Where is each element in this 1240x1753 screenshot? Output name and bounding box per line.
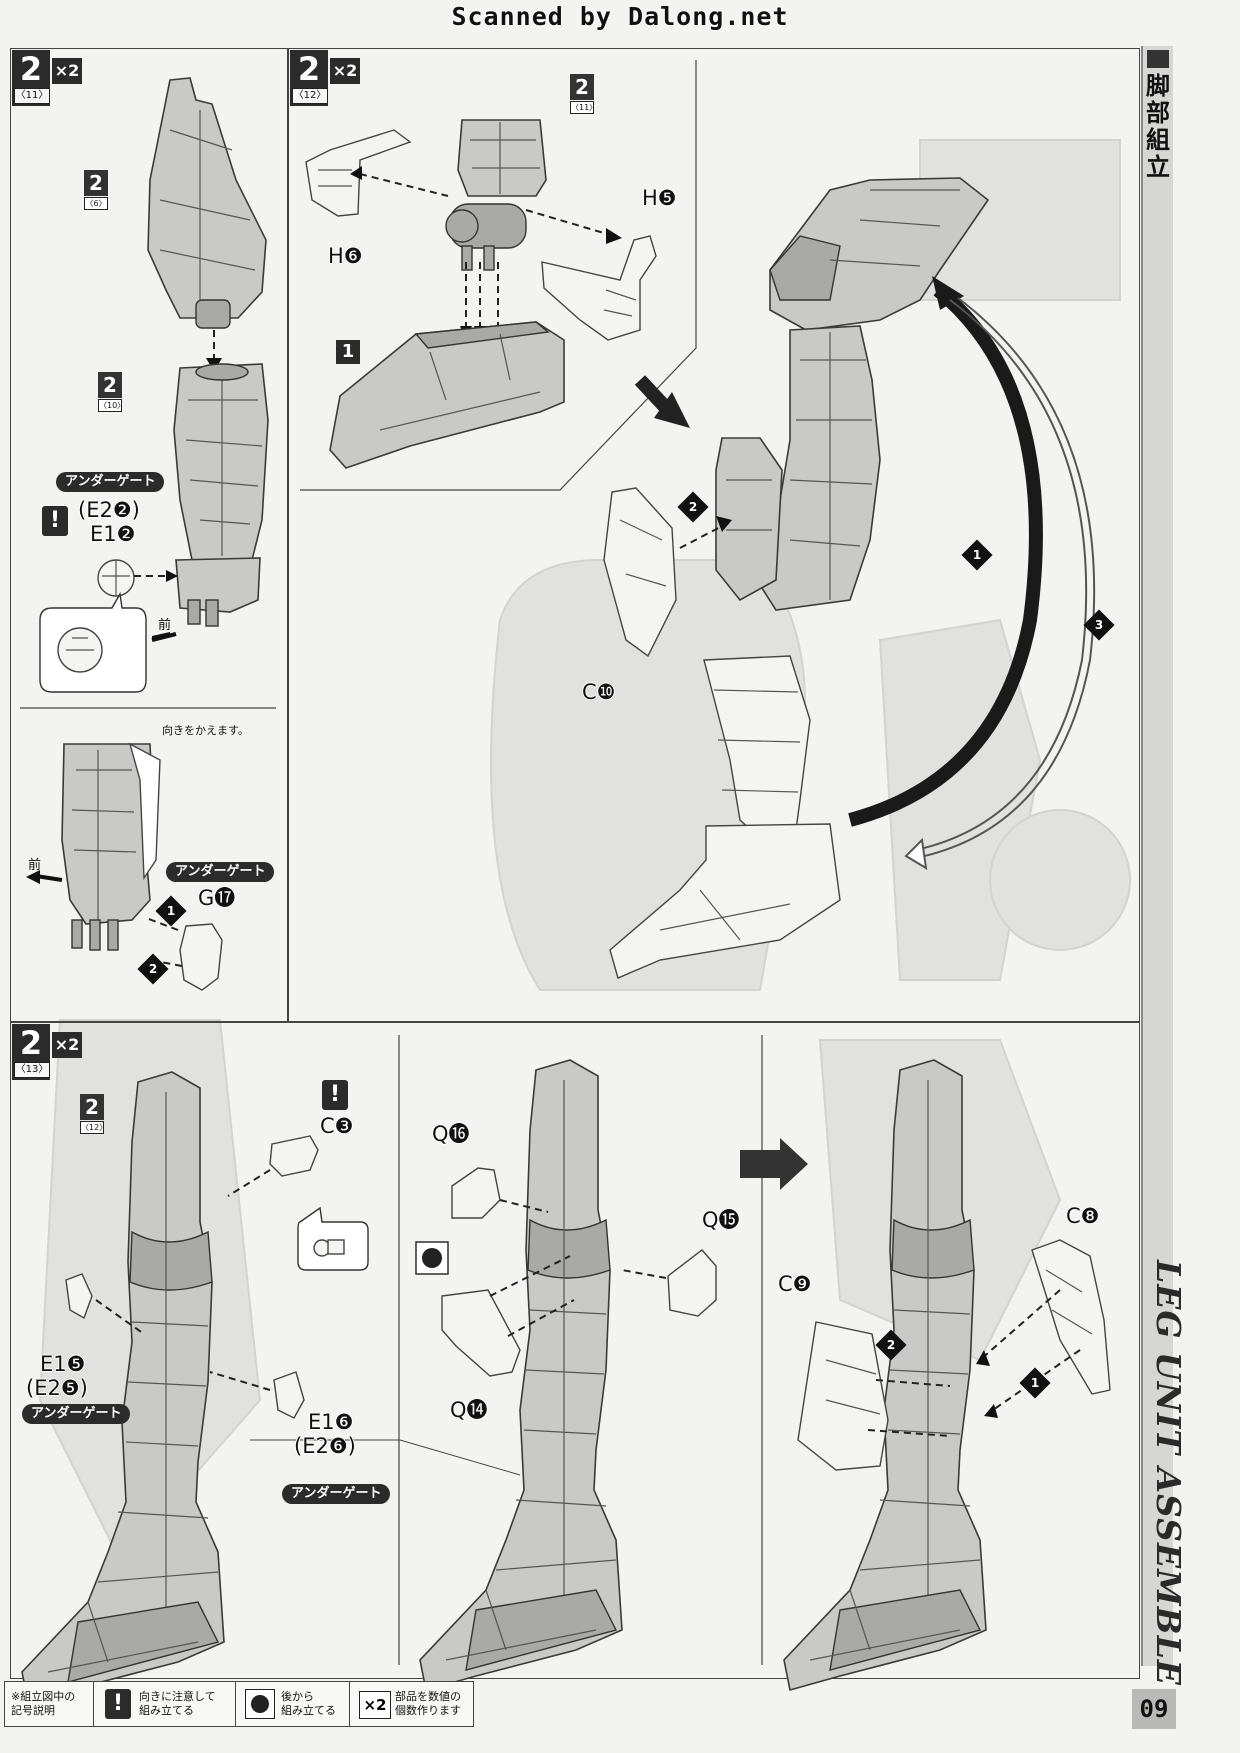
part-label-q15: Q⓯ (702, 1208, 740, 1232)
panel-step-11 (10, 48, 288, 1022)
legend-multiplier-icon: ×2 (359, 1691, 391, 1719)
under-gate-label-2: アンダーゲート (166, 862, 275, 882)
part-label-h6: H❻ (328, 244, 363, 268)
part-label-e15: E1❺ (40, 1352, 86, 1376)
turn-note: 向きをかえます。 (162, 724, 249, 737)
scan-watermark: Scanned by Dalong.net (451, 2, 789, 31)
step-badge-11: 2 〈11〉 ×2 (12, 50, 84, 106)
part-label-q16: Q⓰ (432, 1122, 470, 1146)
section-title-en: LEG UNIT ASSEMBLE (1149, 1260, 1188, 1686)
multiplier-badge: ×2 (52, 1032, 82, 1058)
legend-item-multiplier: 部品を数値の 個数作ります (395, 1690, 461, 1717)
page-number: 09 (1132, 1689, 1176, 1729)
panel-step-13 (10, 1022, 1140, 1679)
part-label-h5: H❺ (642, 186, 677, 210)
section-sidebar: 脚部組立 (1141, 46, 1173, 1666)
under-gate-label: アンダーゲート (56, 472, 165, 492)
step-badge-13: 2 〈13〉 ×2 (12, 1024, 84, 1080)
step-sub-number: 〈12〉 (292, 88, 328, 104)
legend-item-caution: 向きに注意して 組み立てる (139, 1690, 216, 1717)
ref-box-step-10: 2 〈10〉 (98, 372, 126, 412)
section-title-jp: 脚部組立 (1146, 71, 1170, 181)
part-label-e16: E1❻ (308, 1410, 354, 1434)
caution-icon: ! (322, 1080, 348, 1110)
front-label-2: 前 (28, 858, 42, 873)
part-label-c8: C❽ (1066, 1204, 1100, 1228)
step-sub-number: 〈11〉 (14, 88, 50, 104)
front-label: 前 (158, 618, 172, 633)
part-label-e26: (E2❻) (294, 1434, 356, 1458)
caution-icon: ! (42, 506, 68, 536)
part-label-e2-2: (E2❷) (78, 498, 140, 522)
under-gate-label-b: アンダーゲート (282, 1484, 391, 1504)
order-badge-2: 2 (875, 1329, 907, 1361)
symbol-legend: ※組立図中の 記号説明 ! 向きに注意して 組み立てる 後から 組み立てる ×2… (4, 1681, 474, 1727)
under-gate-label-a: アンダーゲート (22, 1404, 131, 1424)
part-label-c10: C❿ (582, 680, 616, 704)
part-label-c3: C❸ (320, 1114, 354, 1138)
part-label-q14: Q⓮ (450, 1398, 488, 1422)
part-label-e25: (E2❺) (26, 1376, 88, 1400)
part-label-e1-2: E1❷ (90, 522, 136, 546)
section-marker-icon (1147, 50, 1169, 68)
legend-back-assembly-icon (245, 1689, 275, 1719)
part-label-g17: G⓱ (198, 886, 236, 910)
step-sub-number: 〈13〉 (14, 1062, 50, 1078)
multiplier-badge: ×2 (330, 58, 360, 84)
ref-box-step-12: 2 〈12〉 (80, 1094, 108, 1134)
ref-box-step-6: 2 〈6〉 (84, 170, 108, 210)
legend-title: ※組立図中の 記号説明 (11, 1690, 76, 1717)
ref-box-step-11: 2 〈11〉 (570, 74, 598, 114)
part-label-c9: C❾ (778, 1272, 812, 1296)
panel-step-12 (288, 48, 1140, 1022)
step-badge-12: 2 〈12〉 ×2 (290, 50, 362, 106)
legend-caution-icon: ! (105, 1689, 131, 1719)
multiplier-badge: ×2 (52, 58, 82, 84)
legend-item-back-assembly: 後から 組み立てる (281, 1690, 336, 1717)
ref-box-step-1: 1 (336, 340, 360, 364)
order-badge-1: 1 (1019, 1367, 1051, 1399)
